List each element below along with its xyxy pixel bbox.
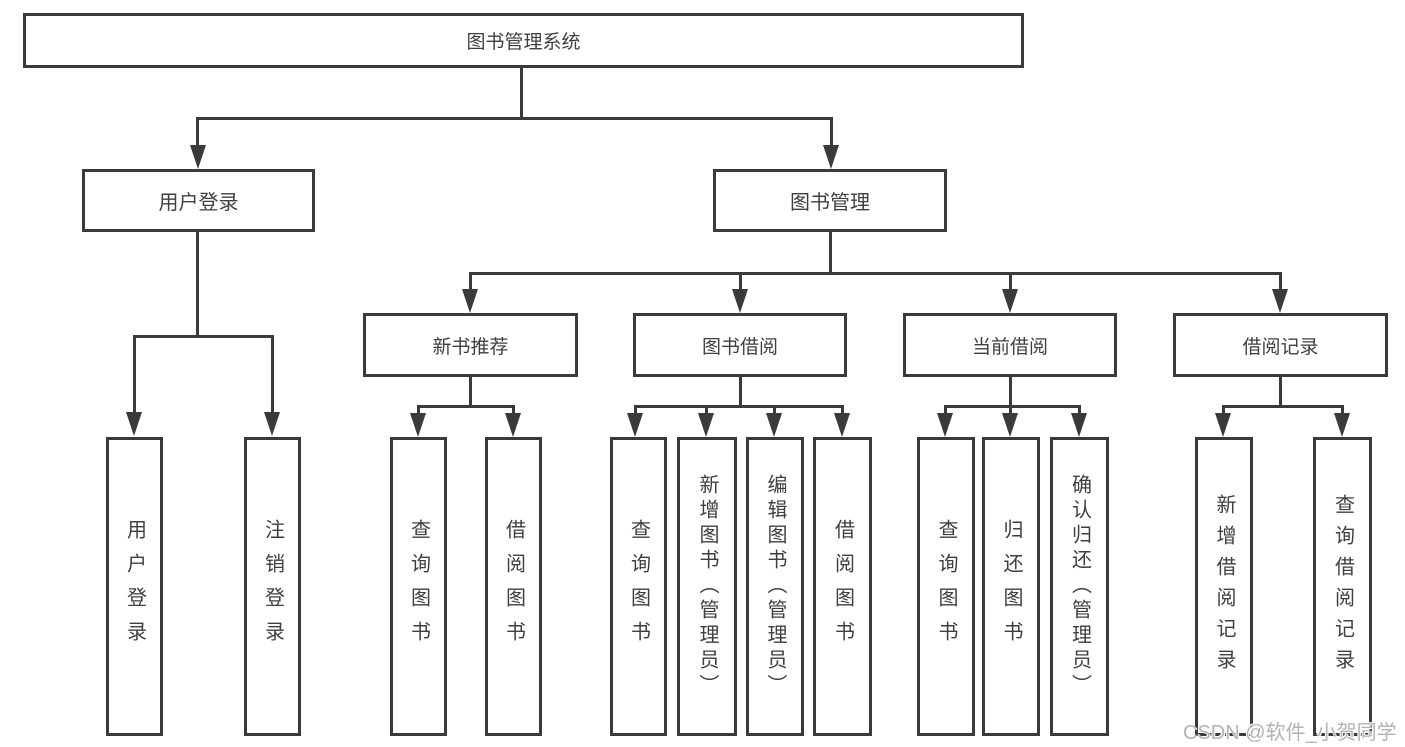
edge-drop xyxy=(196,117,199,147)
edge-drop xyxy=(1009,405,1012,415)
edge-user-login-stem xyxy=(196,232,199,335)
arrowhead-icon xyxy=(766,413,782,437)
leaf-query-books-borrow: 查询图书 xyxy=(610,437,667,736)
arrowhead-icon xyxy=(190,145,206,169)
arrowhead-icon xyxy=(732,289,748,313)
leaf-query-books-current: 查询图书 xyxy=(917,437,975,736)
leaf-confirm-return-admin: 确认归还（管理员） xyxy=(1050,437,1109,736)
arrowhead-icon xyxy=(1071,413,1087,437)
leaf-borrow-books-recommend: 借阅图书 xyxy=(485,437,542,736)
node-new-book-recommend-label: 新书推荐 xyxy=(432,336,509,358)
node-book-borrow-label: 图书借阅 xyxy=(701,336,778,358)
leaf-query-books-recommend-label: 查询图书 xyxy=(407,518,430,655)
leaf-borrow-books-borrow: 借阅图书 xyxy=(813,437,872,736)
leaf-query-borrow-record-label: 查询借阅记录 xyxy=(1331,493,1354,680)
node-root-label: 图书管理系统 xyxy=(466,32,581,53)
leaf-add-book-admin-label: 新增图书（管理员） xyxy=(696,474,718,699)
arrowhead-icon xyxy=(1215,413,1231,437)
edge-drop xyxy=(1341,405,1344,415)
edge-root-stem xyxy=(520,68,523,117)
edge-drop xyxy=(739,272,742,291)
edge-user-login-rail xyxy=(133,335,274,338)
node-current-borrow-label: 当前借阅 xyxy=(971,336,1048,358)
node-book-borrow: 图书借阅 xyxy=(633,313,847,377)
edge-book-borrow-rail xyxy=(634,405,844,408)
edge-drop xyxy=(1009,272,1012,291)
edge-current-borrow-rail xyxy=(944,405,1081,408)
edge-drop xyxy=(773,405,776,415)
node-user-login: 用户登录 xyxy=(82,169,315,232)
leaf-add-borrow-record-label: 新增借阅记录 xyxy=(1213,493,1235,680)
edge-book-mgmt-stem xyxy=(829,232,832,272)
leaf-user-login: 用户登录 xyxy=(106,437,163,736)
edge-drop xyxy=(830,117,833,147)
arrowhead-icon xyxy=(823,145,839,169)
edge-drop xyxy=(705,405,708,415)
leaf-user-login-label: 用户登录 xyxy=(123,518,146,655)
edge-drop xyxy=(271,335,274,414)
arrowhead-icon xyxy=(126,412,142,436)
edge-root-rail xyxy=(197,117,833,120)
leaf-logout-label: 注销登录 xyxy=(261,518,284,655)
leaf-query-books-current-label: 查询图书 xyxy=(935,518,957,655)
node-new-book-recommend: 新书推荐 xyxy=(363,313,578,377)
arrowhead-icon xyxy=(505,413,521,437)
leaf-edit-book-admin-label: 编辑图书（管理员） xyxy=(764,474,786,699)
arrowhead-icon xyxy=(264,412,280,436)
edge-drop xyxy=(1279,272,1282,291)
leaf-borrow-books-borrow-label: 借阅图书 xyxy=(831,518,854,655)
node-book-management-label: 图书管理 xyxy=(790,192,870,214)
arrowhead-icon xyxy=(698,413,714,437)
node-root: 图书管理系统 xyxy=(23,13,1024,68)
edge-drop xyxy=(944,405,947,415)
edge-drop xyxy=(417,405,420,415)
edge-drop xyxy=(1078,405,1081,415)
edge-borrow-records-stem xyxy=(1279,377,1282,405)
arrowhead-icon xyxy=(627,413,643,437)
leaf-confirm-return-admin-label: 确认归还（管理员） xyxy=(1068,474,1091,699)
arrowhead-icon xyxy=(410,413,426,437)
node-user-login-label: 用户登录 xyxy=(158,192,239,214)
arrowhead-icon xyxy=(937,413,953,437)
leaf-query-borrow-record: 查询借阅记录 xyxy=(1313,437,1372,736)
arrowhead-icon xyxy=(462,289,478,313)
edge-book-mgmt-rail xyxy=(469,272,1282,275)
edge-book-borrow-stem xyxy=(739,377,742,405)
edge-current-borrow-stem xyxy=(1009,377,1012,405)
leaf-add-borrow-record: 新增借阅记录 xyxy=(1195,437,1253,736)
edge-borrow-records-rail xyxy=(1222,405,1344,408)
leaf-return-books-label: 归还图书 xyxy=(1000,518,1022,655)
node-borrow-records-label: 借阅记录 xyxy=(1242,336,1319,358)
leaf-query-books-borrow-label: 查询图书 xyxy=(627,518,650,655)
leaf-edit-book-admin: 编辑图书（管理员） xyxy=(746,437,804,736)
arrowhead-icon xyxy=(834,413,850,437)
leaf-borrow-books-recommend-label: 借阅图书 xyxy=(502,518,525,655)
edge-drop xyxy=(634,405,637,415)
arrowhead-icon xyxy=(1272,289,1288,313)
edge-drop xyxy=(133,335,136,414)
arrowhead-icon xyxy=(1002,289,1018,313)
leaf-logout: 注销登录 xyxy=(244,437,301,736)
leaf-query-books-recommend: 查询图书 xyxy=(390,437,447,736)
csdn-watermark: CSDN @软件_小贺同学 xyxy=(1183,722,1397,744)
leaf-add-book-admin: 新增图书（管理员） xyxy=(677,437,737,736)
arrowhead-icon xyxy=(1334,413,1350,437)
arrowhead-icon xyxy=(1002,413,1018,437)
edge-drop xyxy=(512,405,515,415)
leaf-return-books: 归还图书 xyxy=(982,437,1040,736)
node-borrow-records: 借阅记录 xyxy=(1173,313,1388,377)
edge-drop xyxy=(469,272,472,291)
edge-drop xyxy=(1222,405,1225,415)
edge-new-book-stem xyxy=(469,377,472,405)
edge-drop xyxy=(841,405,844,415)
edge-new-book-rail xyxy=(417,405,515,408)
node-book-management: 图书管理 xyxy=(713,169,947,232)
node-current-borrow: 当前借阅 xyxy=(903,313,1117,377)
